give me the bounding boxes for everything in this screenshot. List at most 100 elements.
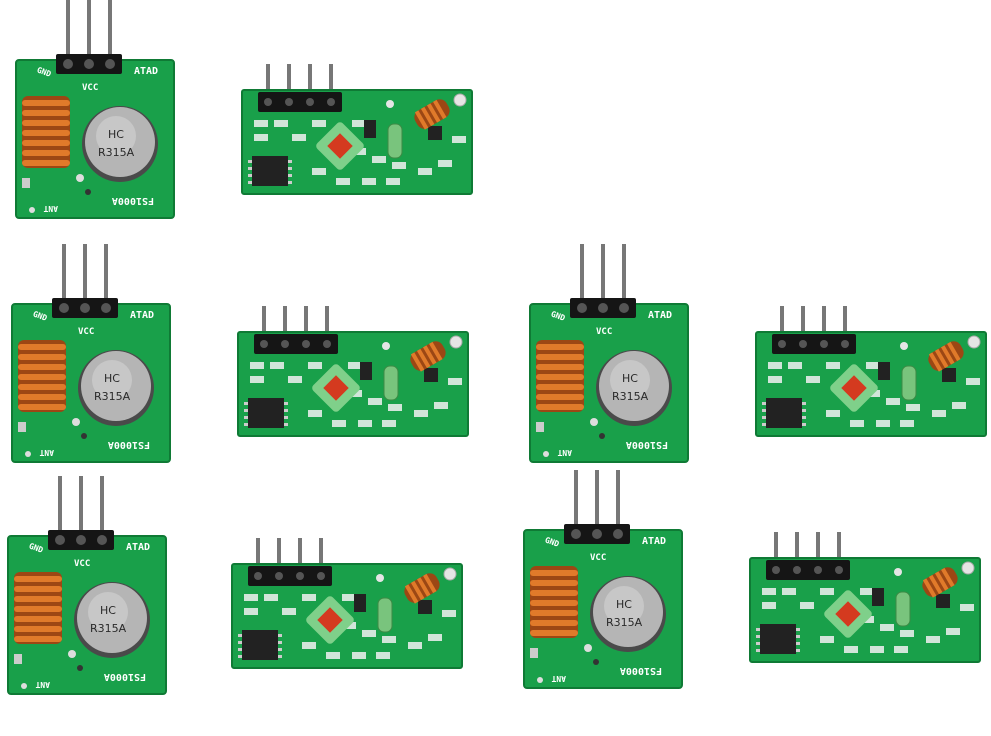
- label-ant: ANT: [35, 680, 50, 689]
- label-model: FS1000A: [626, 439, 668, 450]
- can-model: R315A: [98, 146, 135, 159]
- header-pin: [622, 244, 626, 304]
- transmitter-board: ATAD GND VCC: [15, 0, 175, 219]
- ic-chip: [762, 398, 806, 428]
- label-model: FS1000A: [112, 195, 154, 206]
- antenna-coil: [14, 572, 62, 644]
- receiver-board: [755, 306, 987, 437]
- label-vcc: VCC: [596, 327, 612, 337]
- receiver-module: [231, 538, 464, 669]
- label-model: FS1000A: [104, 671, 146, 682]
- product-photo: ATAD GND VCC: [7, 0, 988, 695]
- transmitter-board: ATAD GND VCC: [529, 244, 689, 463]
- label-vcc: VCC: [74, 559, 90, 569]
- label-data: ATAD: [648, 310, 672, 321]
- inductor: [895, 591, 911, 627]
- receiver-coil: [928, 341, 964, 372]
- saw-resonator: HC R315A: [82, 106, 158, 182]
- header-pin: [601, 244, 605, 304]
- receiver-module: [237, 306, 470, 437]
- header-pin: [58, 476, 62, 536]
- inductor: [383, 365, 399, 401]
- antenna-coil: [530, 566, 578, 638]
- label-data: ATAD: [130, 310, 154, 321]
- inductor: [377, 597, 393, 633]
- inductor: [387, 123, 403, 159]
- label-vcc: VCC: [82, 83, 98, 93]
- label-vcc: VCC: [590, 553, 606, 563]
- saw-resonator: HC R315A: [74, 582, 150, 658]
- can-model: R315A: [90, 622, 127, 635]
- ic-chip: [756, 624, 800, 654]
- receiver-coil: [414, 99, 450, 130]
- receiver-board: [237, 306, 469, 437]
- receiver-board: [231, 538, 463, 669]
- receiver-module: [241, 64, 474, 195]
- tuning-trimmer: [824, 590, 872, 638]
- pin-header: [248, 566, 332, 586]
- tuning-trimmer: [306, 596, 354, 644]
- label-ant: ANT: [557, 448, 572, 457]
- receiver-module: [749, 532, 982, 663]
- saw-resonator: HC R315A: [590, 576, 666, 652]
- header-pin: [87, 0, 91, 60]
- can-model: R315A: [612, 390, 649, 403]
- can-logo: HC: [104, 372, 120, 385]
- transmitter-module: ATAD GND VCC: [11, 244, 172, 504]
- transistor: [872, 588, 884, 606]
- label-ant: ANT: [551, 674, 566, 683]
- header-pin: [595, 470, 599, 530]
- pin-header: [766, 560, 850, 580]
- ic-chip: [238, 630, 282, 660]
- inductor: [901, 365, 917, 401]
- header-pin: [100, 476, 104, 536]
- can-logo: HC: [100, 604, 116, 617]
- transistor: [354, 594, 366, 612]
- saw-resonator: HC R315A: [596, 350, 672, 426]
- receiver-board: [241, 64, 473, 195]
- pin-header: [254, 334, 338, 354]
- transmitter-board: ATAD GND VCC: [7, 476, 167, 695]
- ic-chip: [248, 156, 292, 186]
- can-logo: HC: [108, 128, 124, 141]
- receiver-board: [749, 532, 981, 663]
- header-pin: [616, 470, 620, 530]
- header-pin: [79, 476, 83, 536]
- label-model: FS1000A: [620, 665, 662, 676]
- transistor: [360, 362, 372, 380]
- receiver-module: [755, 306, 988, 437]
- receiver-coil: [404, 573, 440, 604]
- can-model: R315A: [606, 616, 643, 629]
- can-logo: HC: [622, 372, 638, 385]
- transmitter-board: ATAD GND VCC: [11, 244, 171, 463]
- transmitter-module: ATAD GND VCC: [7, 476, 168, 736]
- label-data: ATAD: [642, 536, 666, 547]
- header-pin: [104, 244, 108, 304]
- transmitter-module: ATAD GND VCC: [523, 470, 684, 730]
- header-pin: [108, 0, 112, 60]
- header-pin: [62, 244, 66, 304]
- header-pin: [66, 0, 70, 60]
- label-data: ATAD: [134, 66, 158, 77]
- header-pin: [580, 244, 584, 304]
- transmitter-module: ATAD GND VCC: [15, 0, 176, 260]
- label-data: ATAD: [126, 542, 150, 553]
- header-pin: [83, 244, 87, 304]
- pin-header: [258, 92, 342, 112]
- can-model: R315A: [94, 390, 131, 403]
- label-vcc: VCC: [78, 327, 94, 337]
- pin-header: [772, 334, 856, 354]
- antenna-coil: [18, 340, 66, 412]
- tuning-trimmer: [316, 122, 364, 170]
- tuning-trimmer: [830, 364, 878, 412]
- receiver-coil: [922, 567, 958, 598]
- receiver-coil: [410, 341, 446, 372]
- label-ant: ANT: [43, 204, 58, 213]
- tuning-trimmer: [312, 364, 360, 412]
- can-logo: HC: [616, 598, 632, 611]
- label-ant: ANT: [39, 448, 54, 457]
- transmitter-board: ATAD GND VCC: [523, 470, 683, 689]
- ic-chip: [244, 398, 288, 428]
- transistor: [364, 120, 376, 138]
- antenna-coil: [22, 96, 70, 168]
